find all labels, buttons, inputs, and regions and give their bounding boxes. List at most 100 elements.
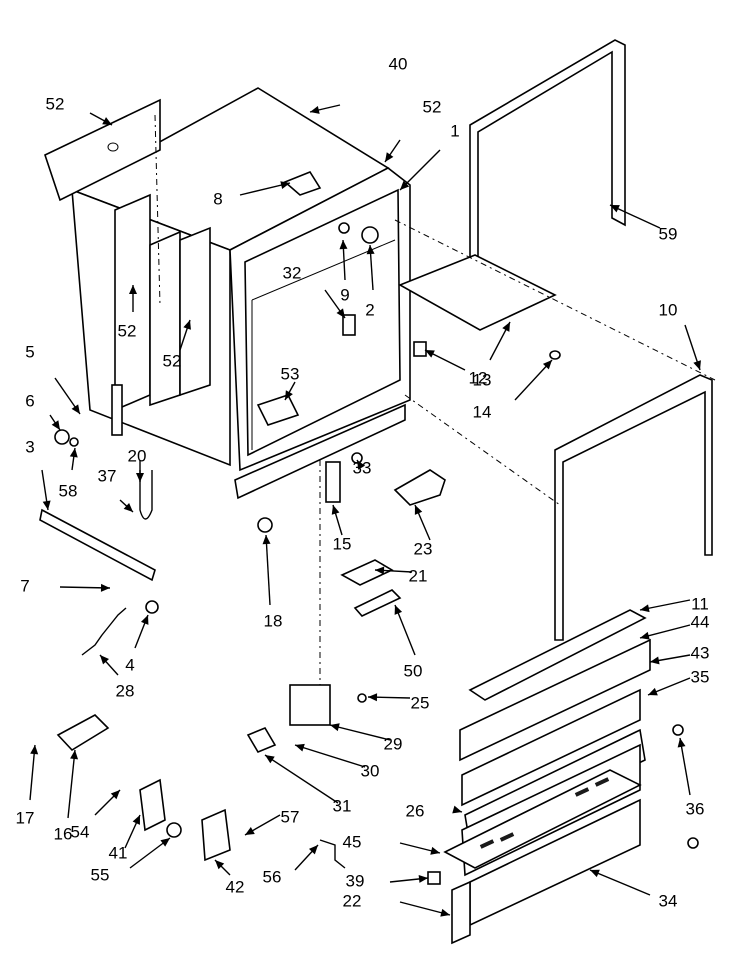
part-label-32: 32	[283, 263, 302, 282]
arrowhead-23	[414, 505, 423, 515]
arrowhead-52	[385, 152, 394, 162]
arrowhead-13	[502, 322, 510, 332]
arrowhead-25	[368, 693, 378, 702]
arrowhead-22	[440, 908, 450, 917]
arrowhead-12	[425, 350, 435, 358]
part-label-23: 23	[414, 539, 433, 558]
part-label-36: 36	[686, 799, 705, 818]
part-label-14: 14	[473, 402, 492, 421]
arrowhead-37	[123, 502, 133, 512]
arrowhead-2	[366, 245, 375, 255]
arrowhead-15	[331, 505, 340, 515]
part-label-44: 44	[691, 612, 710, 631]
part-label-12: 12	[469, 368, 488, 387]
arrowhead-35	[648, 687, 658, 696]
tub-assembly	[70, 87, 411, 500]
arrowhead-53	[285, 390, 293, 400]
arrowhead-6	[51, 420, 60, 430]
arrowhead-45	[430, 846, 440, 855]
arrowhead-29	[330, 723, 340, 732]
leader-1	[399, 149, 441, 191]
arrowhead-34	[590, 869, 600, 878]
part-label-31: 31	[333, 796, 352, 815]
leader-lines	[29, 104, 701, 917]
bracket-3	[39, 508, 156, 582]
arrowhead-41	[132, 815, 140, 825]
part-label-1: 1	[450, 121, 459, 140]
part-label-39: 39	[346, 871, 365, 890]
door-frame-59	[469, 39, 626, 297]
arrowhead-52	[183, 320, 191, 330]
part-label-2: 2	[365, 300, 374, 319]
arrowhead-50	[394, 605, 403, 615]
arrowhead-10	[693, 360, 701, 370]
part-label-58: 58	[59, 481, 78, 500]
leader-16	[67, 749, 76, 819]
panel-22	[451, 880, 471, 945]
leader-59	[609, 204, 661, 229]
arrowhead-54	[110, 790, 120, 800]
arrowhead-28	[100, 655, 109, 665]
part-label-13: 13	[473, 370, 492, 389]
part-label-28: 28	[116, 681, 135, 700]
part-label-21: 21	[409, 566, 428, 585]
part-label-5: 5	[25, 342, 34, 361]
arrowhead-18	[262, 535, 271, 545]
part-label-55: 55	[91, 865, 110, 884]
arrowhead-36	[677, 738, 686, 748]
part-label-34: 34	[659, 891, 678, 910]
arrowhead-16	[70, 750, 79, 760]
arrowhead-33	[357, 460, 366, 470]
arrowhead-52	[129, 285, 137, 294]
leader-14	[514, 359, 553, 401]
strip-11	[468, 609, 647, 701]
arrowhead-4	[140, 615, 149, 625]
part-label-37: 37	[98, 466, 117, 485]
part-label-17: 17	[16, 808, 35, 827]
part-label-45: 45	[343, 832, 362, 851]
leader-36	[679, 737, 691, 796]
part-label-4: 4	[125, 655, 134, 674]
part-label-40: 40	[389, 54, 408, 73]
part-label-16: 16	[54, 824, 73, 843]
part-label-52: 52	[46, 94, 65, 113]
arrowhead-52	[102, 117, 112, 125]
part-label-10: 10	[659, 300, 678, 319]
leader-34	[589, 869, 651, 896]
arrowhead-39	[418, 874, 428, 883]
part-label-29: 29	[384, 734, 403, 753]
frame-10	[554, 374, 713, 641]
part-label-43: 43	[691, 643, 710, 662]
arrowhead-30	[295, 743, 305, 752]
part-label-6: 6	[25, 391, 34, 410]
part-label-18: 18	[264, 611, 283, 630]
arrowhead-17	[30, 745, 39, 755]
arrowhead-5	[71, 404, 80, 414]
leader-29	[329, 724, 391, 741]
part-label-8: 8	[213, 189, 222, 208]
part-label-20: 20	[128, 446, 147, 465]
part-label-54: 54	[71, 822, 90, 841]
part-label-53: 53	[281, 364, 300, 383]
arrowhead-11	[640, 604, 650, 613]
arrowhead-31	[265, 755, 275, 764]
leader-31	[264, 754, 339, 804]
part-label-50: 50	[404, 661, 423, 680]
arrowhead-20	[136, 473, 144, 482]
part-label-57: 57	[281, 807, 300, 826]
part-label-30: 30	[361, 761, 380, 780]
part-label-25: 25	[411, 693, 430, 712]
panel-43	[461, 688, 641, 807]
arrowhead-21	[375, 566, 385, 575]
part-label-42: 42	[226, 877, 245, 896]
leader-18	[265, 534, 271, 606]
part-label-9: 9	[340, 285, 349, 304]
part-label-52: 52	[163, 351, 182, 370]
part-label-52: 52	[118, 321, 137, 340]
arrowhead-26	[452, 805, 462, 814]
leader-17	[29, 744, 36, 801]
arrowhead-14	[542, 360, 552, 370]
part-label-22: 22	[343, 891, 362, 910]
